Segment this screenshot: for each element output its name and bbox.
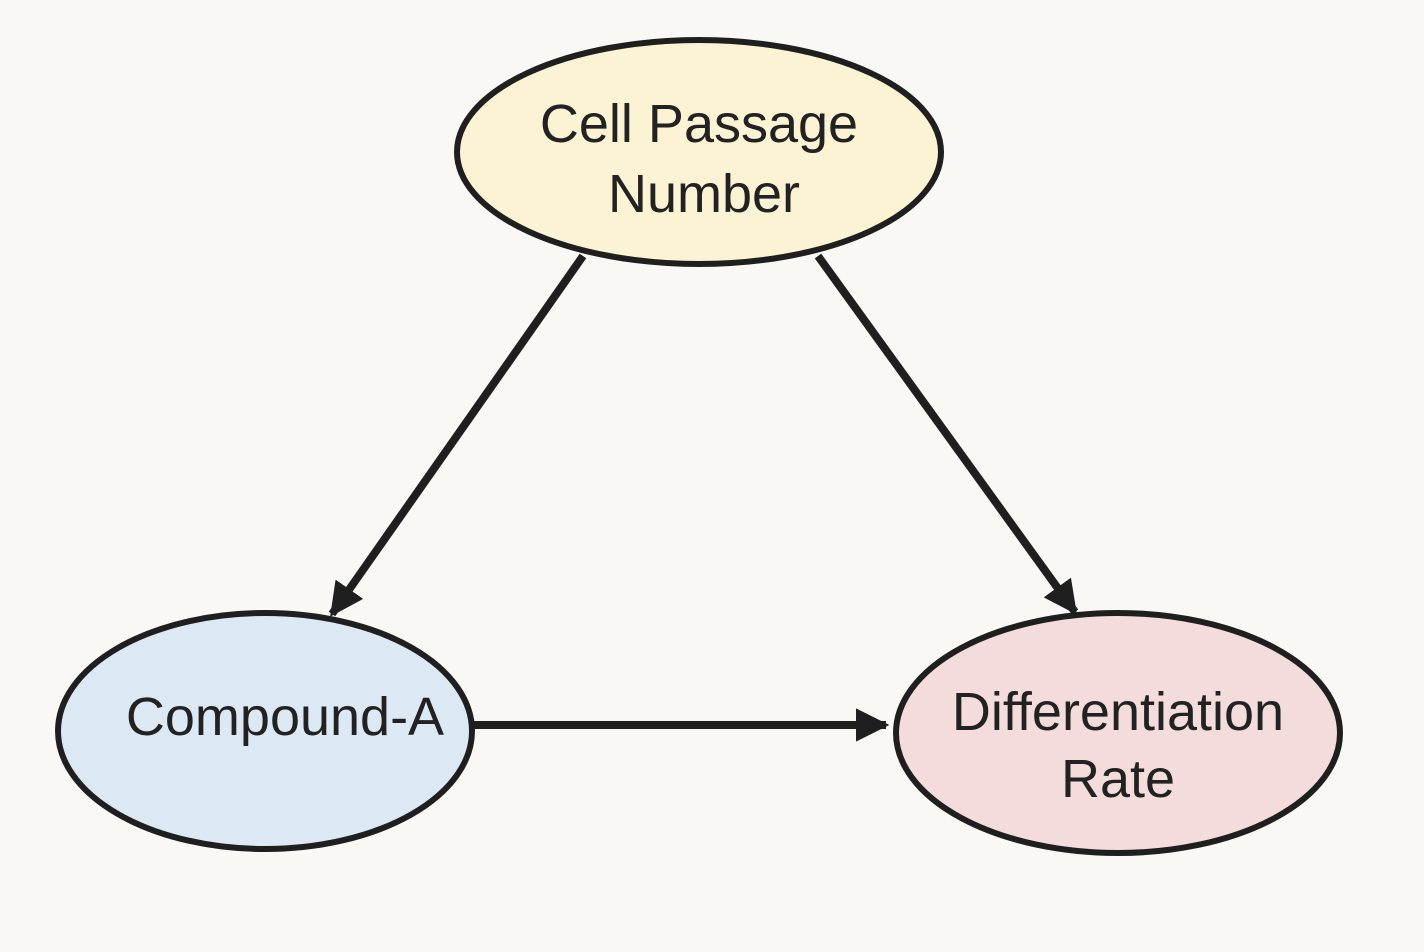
edge-passage-to-compound	[328, 253, 587, 617]
node-differentiation-label-line2: Rate	[1061, 749, 1175, 809]
edge-passage-to-differentiation	[814, 253, 1079, 615]
node-differentiation-label-line1: Differentiation	[952, 682, 1284, 742]
node-passage-shape	[454, 37, 944, 267]
node-compound-label: Compound-A	[126, 687, 444, 747]
node-compound-shape	[55, 610, 475, 852]
node-cell-passage-number[interactable]: Cell Passage Number	[454, 37, 944, 267]
node-passage-label-line1: Cell Passage	[540, 94, 858, 154]
node-differentiation-rate[interactable]: Differentiation Rate	[893, 610, 1343, 856]
node-differentiation-shape	[893, 610, 1343, 856]
node-passage-label-line2: Number	[608, 164, 800, 224]
node-compound-a[interactable]: Compound-A	[55, 610, 475, 852]
